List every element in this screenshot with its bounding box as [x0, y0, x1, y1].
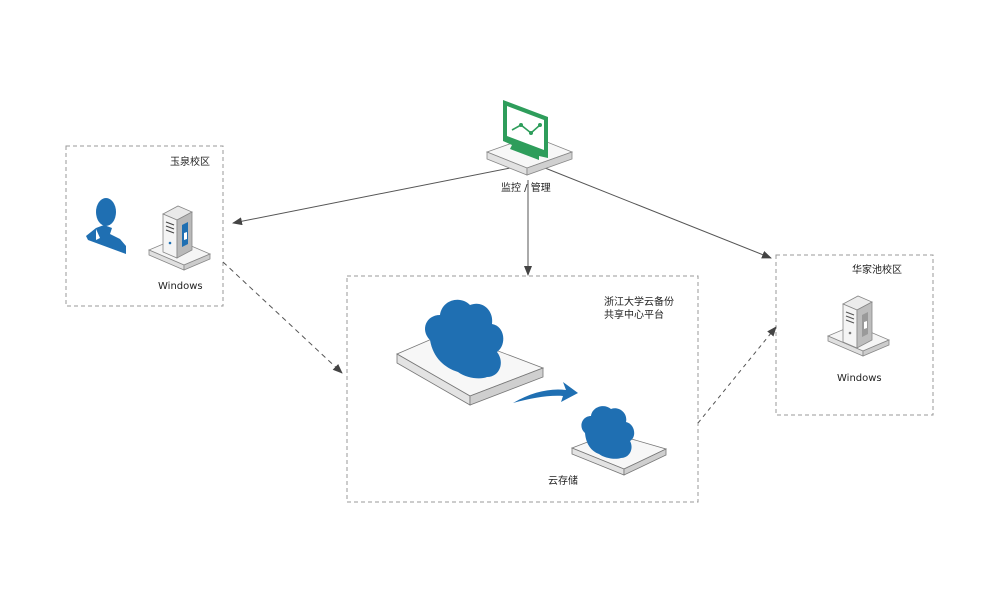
huajiachi-os-label: Windows [837, 373, 882, 384]
yuquan-server-icon [147, 205, 212, 271]
cloud-platform-box [346, 275, 699, 503]
connector-monitor-to-yuquan [232, 167, 511, 226]
cloud-icon-small [581, 406, 635, 459]
yuquan-campus-box [65, 145, 224, 307]
connector-monitor-to-huajiachi [544, 167, 772, 259]
yuquan-campus-title: 玉泉校区 [170, 157, 210, 168]
huajiachi-server-icon [826, 295, 891, 357]
connector-cloud-to-huajiachi [697, 326, 777, 424]
monitor-icon [503, 100, 548, 160]
user-icon [86, 198, 126, 254]
connector-yuquan-to-cloud [222, 261, 343, 374]
cloud-platform-title-line2: 共享中心平台 [604, 310, 664, 321]
cloud-platform-title-line1: 浙江大学云备份 [604, 297, 674, 308]
cloud-storage-label: 云存储 [548, 476, 578, 487]
transfer-arrow-icon [513, 382, 578, 403]
huajiachi-campus-title: 华家池校区 [852, 265, 902, 276]
monitor-label: 监控 / 管理 [501, 183, 551, 194]
yuquan-os-label: Windows [158, 281, 203, 292]
cloud-icon-large [425, 299, 504, 379]
